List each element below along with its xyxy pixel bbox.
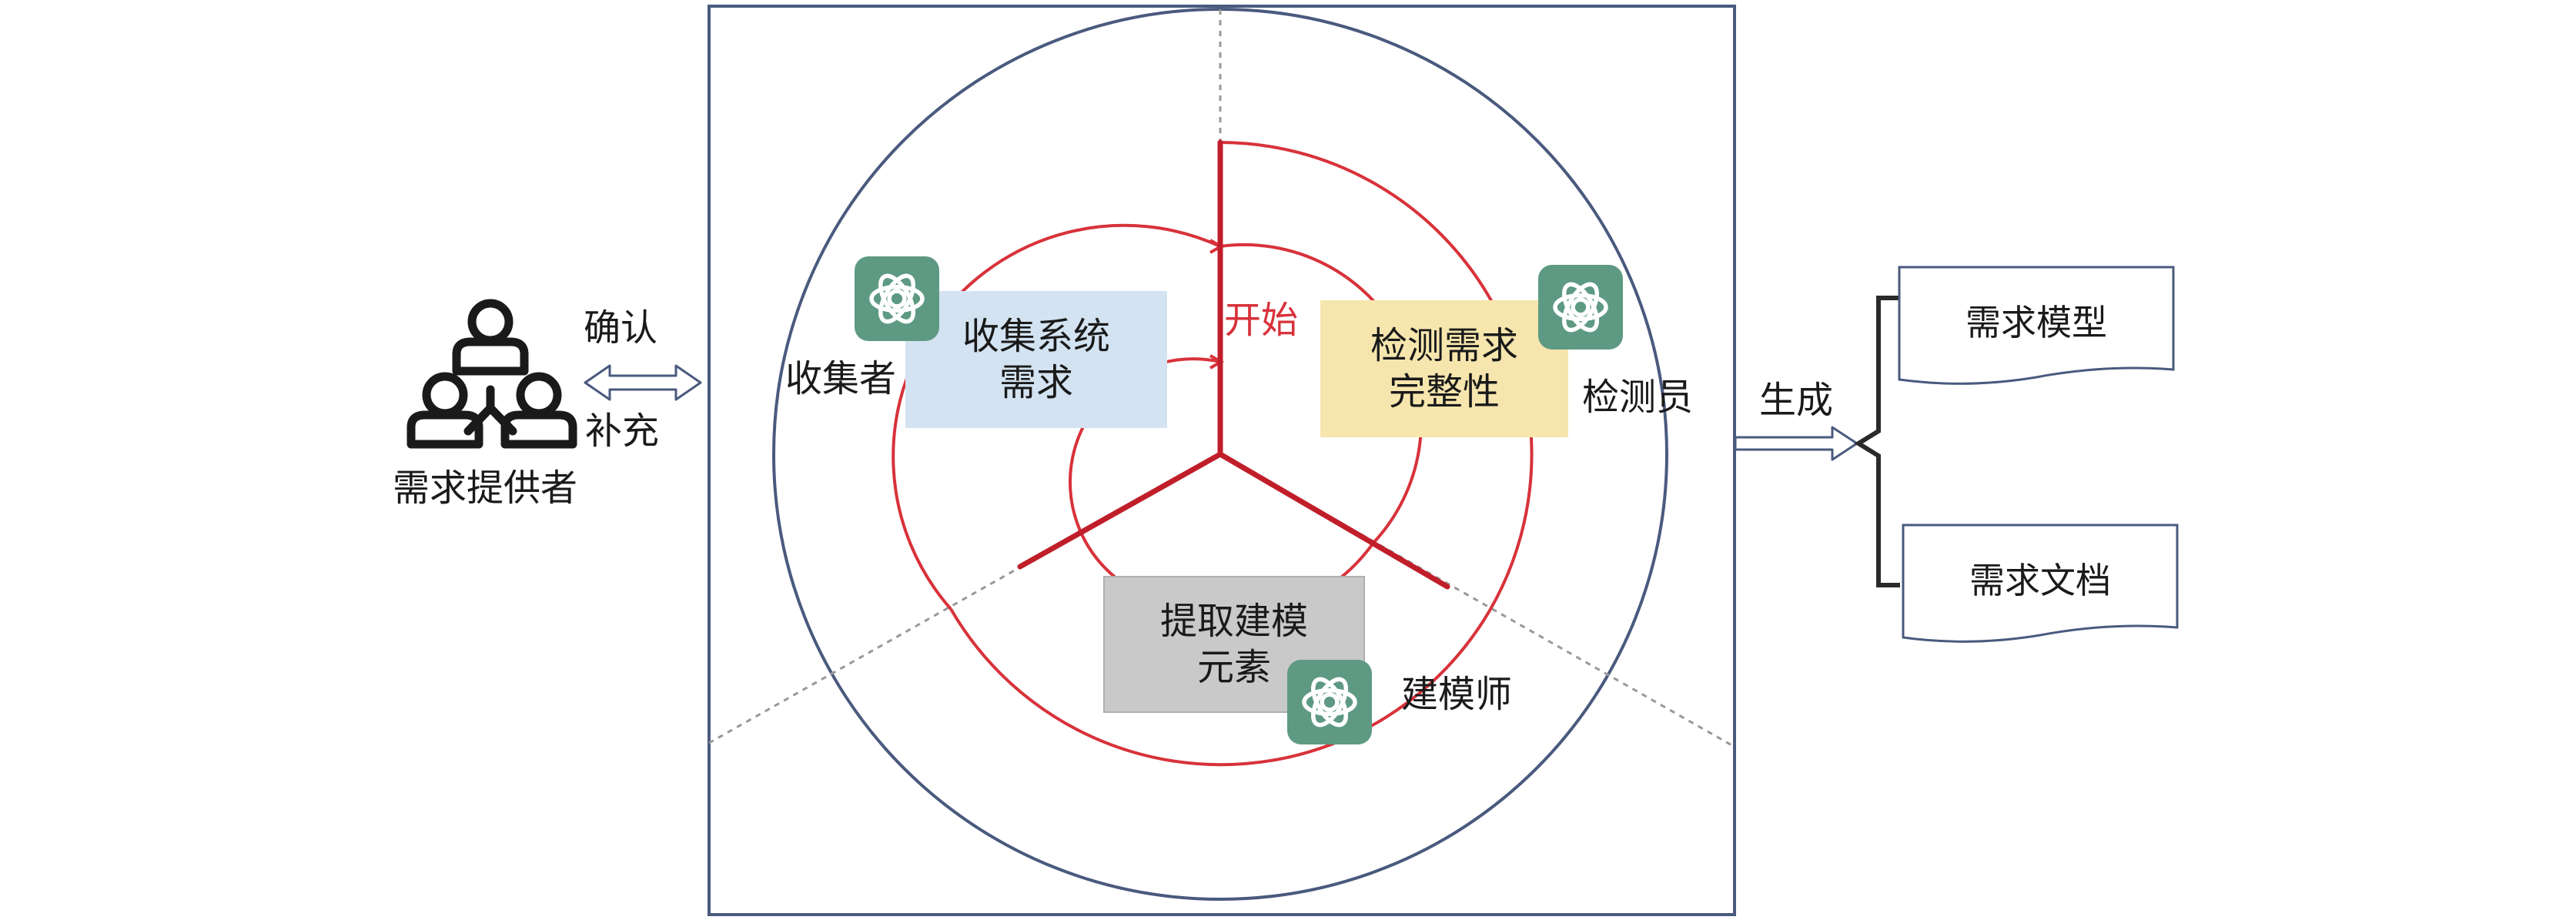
process-frame	[708, 5, 1736, 916]
collector-role-label: 收集者	[785, 357, 897, 400]
generate-label: 生成	[1759, 379, 1834, 422]
extract-elements-box: 提取建模 元素	[1103, 576, 1365, 713]
ai-assistant-icon	[1287, 660, 1372, 744]
provider-label: 需求提供者	[393, 467, 578, 510]
collect-line-1: 收集系统	[962, 315, 1110, 358]
check-line-1: 检测需求	[1370, 324, 1518, 367]
confirm-label: 确认	[584, 306, 658, 350]
extract-line-1: 提取建模	[1159, 600, 1308, 643]
ai-assistant-icon	[1538, 265, 1623, 350]
modeler-role-label: 建模师	[1401, 673, 1513, 716]
collect-line-2: 需求	[999, 361, 1073, 404]
collect-requirements-box: 收集系统 需求	[905, 291, 1167, 428]
output-label: 需求模型	[1965, 302, 2107, 343]
spiral-spokes	[1017, 139, 1450, 590]
extract-line-2: 元素	[1196, 646, 1271, 689]
ai-assistant-icon	[855, 256, 939, 341]
checker-role-label: 检测员	[1582, 376, 1694, 419]
output-bracket	[1854, 296, 1900, 587]
check-completeness-box: 检测需求 完整性	[1320, 300, 1568, 437]
confirm-supplement-arrow	[584, 364, 702, 401]
supplement-label: 补充	[585, 410, 660, 453]
check-line-2: 完整性	[1388, 370, 1500, 413]
requirements-document: 需求文档	[1902, 524, 2179, 647]
start-label: 开始	[1224, 299, 1299, 342]
requirements-model-document: 需求模型	[1898, 266, 2175, 389]
generate-arrow	[1734, 426, 1858, 461]
output-label: 需求文档	[1969, 560, 2111, 601]
people-group-icon	[411, 303, 573, 444]
